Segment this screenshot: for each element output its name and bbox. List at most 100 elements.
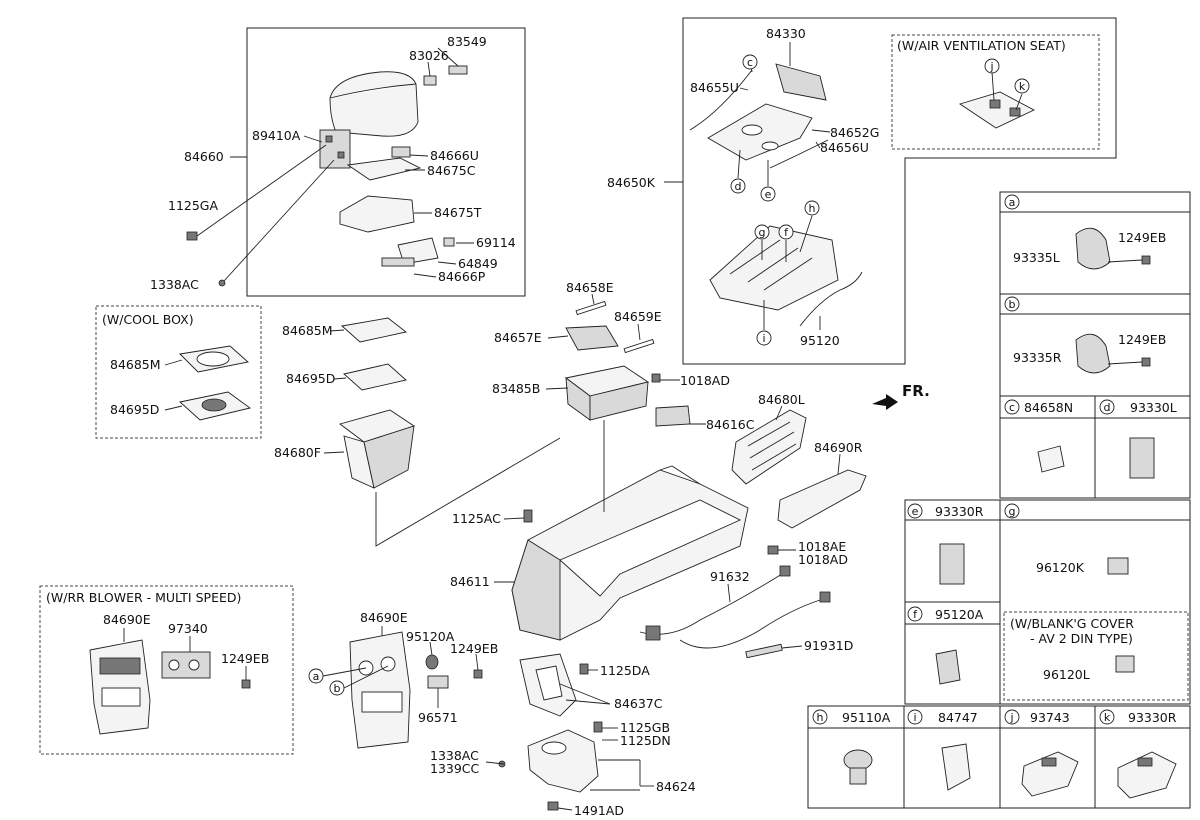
tray-84675T-shape	[339, 195, 415, 233]
label-84656U: 84656U	[820, 140, 869, 155]
lid-latch-parts	[423, 65, 468, 86]
bolt-1125GB	[593, 721, 603, 733]
label-84660: 84660	[184, 149, 224, 164]
ref-cell-b	[999, 293, 1191, 397]
label-96120L: 96120L	[1043, 667, 1090, 682]
label-84666U: 84666U	[430, 148, 479, 163]
label-84655U: 84655U	[690, 80, 739, 95]
label-84659E: 84659E	[614, 309, 662, 324]
circle-e	[760, 186, 776, 202]
circle-e-text: e	[765, 188, 772, 201]
tray-84685M-shape	[341, 317, 408, 343]
label-coolbox-84685M: 84685M	[110, 357, 161, 372]
label-93743: 93743	[1030, 710, 1070, 725]
label-96120K: 96120K	[1036, 560, 1085, 575]
part-84666P-shape	[381, 257, 415, 267]
label-91632: 91632	[710, 569, 750, 584]
label-93335L: 93335L	[1013, 250, 1060, 265]
circle-h-text: h	[809, 202, 816, 215]
label-84616C: 84616C	[706, 417, 755, 432]
circle-h-table	[812, 709, 828, 725]
label-1018AD: 1018AD	[680, 373, 730, 388]
label-84690R: 84690R	[814, 440, 863, 455]
circle-f	[778, 224, 794, 240]
ref-cell-g	[999, 499, 1191, 705]
label-84675C: 84675C	[427, 163, 476, 178]
label-95120A-table: 95120A	[935, 607, 984, 622]
bin-to-console-line	[375, 437, 561, 547]
label-coolbox-84695D: 84695D	[110, 402, 159, 417]
label-93335R: 93335R	[1013, 350, 1062, 365]
clip-1338AC	[218, 279, 226, 287]
label-84611: 84611	[450, 574, 490, 589]
ref-cell-j	[999, 705, 1096, 809]
circle-e-table	[907, 503, 923, 519]
storage-box-83485B	[564, 365, 650, 421]
rp-leader-2	[429, 641, 433, 656]
label-1018AE: 1018AE	[798, 539, 846, 554]
circle-e-table-text: e	[912, 505, 919, 518]
bracket-84624	[527, 729, 599, 793]
circle-k-table	[1099, 709, 1115, 725]
circle-g-table-text: g	[1009, 505, 1016, 518]
front-arrow-icon	[872, 394, 898, 410]
label-rp-84690E: 84690E	[360, 610, 408, 625]
circle-i-text: i	[762, 332, 765, 345]
label-84685M: 84685M	[282, 323, 333, 338]
circle-b	[1004, 296, 1020, 312]
pad-84675C-shape	[346, 157, 422, 181]
label-95110A: 95110A	[842, 710, 891, 725]
socket-95120A	[425, 654, 439, 670]
label-69114: 69114	[476, 235, 516, 250]
circle-f-table-text: f	[913, 608, 918, 621]
hinge-bracket	[319, 129, 351, 169]
ref-cell-h	[807, 705, 905, 809]
circle-k-table-text: k	[1104, 711, 1111, 724]
vent-seat-title: (W/AIR VENTILATION SEAT)	[897, 38, 1066, 53]
trim-84655U	[689, 69, 753, 131]
label-84658E: 84658E	[566, 280, 614, 295]
label-1338AC-b: 1338AC	[430, 748, 479, 763]
circle-j-text: j	[989, 60, 993, 73]
circle-f-text: f	[784, 226, 789, 239]
circle-c-text: c	[747, 56, 753, 69]
label-84650K: 84650K	[607, 175, 656, 190]
label-93330R-k: 93330R	[1128, 710, 1177, 725]
label-84652G: 84652G	[830, 125, 879, 140]
circle-f-table	[907, 606, 923, 622]
label-84680L: 84680L	[758, 392, 805, 407]
circle-c-table-text: c	[1009, 401, 1015, 414]
ref-cell-e	[904, 499, 1001, 603]
label-96571: 96571	[418, 710, 458, 725]
screw-1249EB-b	[473, 669, 483, 679]
coolbox-box	[95, 305, 262, 439]
label-84624: 84624	[656, 779, 696, 794]
part-84666U-shape	[391, 146, 411, 158]
rp-leader-a	[322, 667, 367, 677]
label-84637C: 84637C	[614, 696, 663, 711]
circle-a-text: a	[1009, 196, 1016, 209]
part-69114-shape	[443, 237, 455, 247]
label-95120A: 95120A	[406, 629, 455, 644]
strip-84658E	[575, 300, 607, 316]
label-84680F: 84680F	[274, 445, 321, 460]
rp-leader-b	[343, 665, 389, 689]
armrest-leaders	[196, 47, 474, 282]
circle-d-text: d	[735, 180, 742, 193]
label-84658N: 84658N	[1024, 400, 1073, 415]
armrest-lid	[329, 71, 419, 137]
rr-panel-84690E-a	[89, 639, 151, 735]
rear-panel-84690E	[349, 631, 411, 749]
tray-84695D-shape	[343, 363, 407, 391]
circle-j-table	[1004, 709, 1020, 725]
label-93330R-e: 93330R	[935, 504, 984, 519]
vent-seat-box	[891, 34, 1100, 150]
coolbox-ring	[196, 351, 230, 367]
side-trim-84690R	[777, 469, 867, 529]
tray-leader-2	[333, 377, 347, 380]
label-1125GA: 1125GA	[168, 198, 218, 213]
circle-d-table-text: d	[1104, 401, 1111, 414]
label-83485B: 83485B	[492, 381, 540, 396]
bolt-1125GA	[186, 231, 198, 241]
label-rp-1249EB: 1249EB	[450, 641, 498, 656]
